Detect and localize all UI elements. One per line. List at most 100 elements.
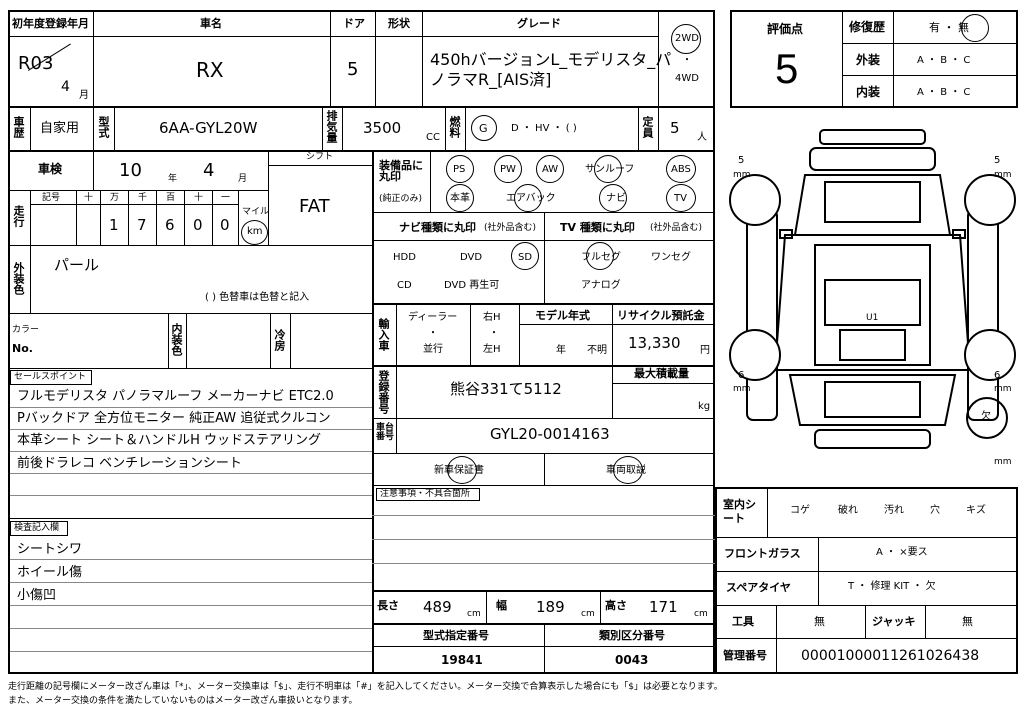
navi-type-sub: (社外品含む)	[484, 223, 537, 233]
tread-front-right: 5	[994, 155, 1001, 166]
drive-4wd: 4WD	[675, 73, 699, 84]
import-rh: 右H	[483, 312, 501, 323]
navi-dvd: DVD	[460, 252, 483, 263]
seat-tear: 破れ	[838, 505, 858, 516]
registration-month-unit: 月	[79, 90, 89, 101]
navi-sd-circle	[511, 242, 539, 270]
displacement-value: 3500	[363, 119, 402, 137]
management-number: 00001000011261026438	[801, 648, 980, 664]
import-dot: ・	[489, 328, 499, 339]
sales-point-tab	[10, 370, 92, 385]
equip-leather: 本革	[450, 193, 470, 204]
displacement-label: 排気量	[325, 110, 338, 143]
tv-oneseg: ワンセグ	[651, 252, 691, 263]
exterior-grade-label: 外装	[856, 53, 881, 67]
seat-burn: コゲ	[790, 505, 810, 516]
sales-point-label: セールスポイント	[14, 372, 87, 382]
fuel-g: G	[479, 122, 488, 135]
mile-label: マイル	[242, 207, 270, 217]
damage-code-u1: U1	[866, 313, 879, 323]
exterior-grade-options: A ・ B ・ C	[917, 55, 971, 66]
interior-grade-options: A ・ B ・ C	[917, 87, 971, 98]
equip-pw-circle	[494, 155, 522, 183]
tread-front-left: 5	[738, 155, 745, 166]
model-year-unit: 年	[556, 345, 566, 356]
model-year-unknown: 不明	[587, 345, 607, 356]
ac-label: 冷房	[273, 329, 286, 351]
width-label: 幅	[496, 599, 507, 612]
inspector-line: 小傷凹	[17, 588, 57, 603]
capacity-value: 5	[670, 119, 680, 137]
import-lh: 左H	[483, 344, 501, 355]
odo-digit: 1	[109, 216, 119, 234]
max-load-unit: kg	[698, 401, 711, 412]
drive-2wd: 2WD	[675, 33, 699, 44]
sales-point-line: フルモデリスタ パノラマルーフ メーカーナビ ETC2.0	[17, 389, 334, 404]
equip-pw: PW	[500, 164, 516, 175]
tread-rear-left: 6	[738, 370, 745, 381]
navi-cd: CD	[397, 280, 412, 291]
windshield-label: フロントガラス	[724, 547, 801, 560]
fuel-label: 燃料	[448, 116, 461, 138]
tv-type-sub: (社外品含む)	[650, 223, 703, 233]
car-name: RX	[196, 58, 224, 82]
grade-label: グレード	[517, 17, 561, 30]
spare-missing: 欠	[981, 411, 991, 422]
model-code: 6AA-GYL20W	[159, 119, 258, 137]
chassis-label: 車台番号	[376, 423, 395, 442]
sales-point-line: 前後ドラレコ ベンチレーションシート	[17, 456, 242, 471]
footer-note-1: 走行距離の記号欄にメーター改ざん車は「*」、メーター交換車は「$」、走行不明車は…	[8, 682, 723, 692]
import-dot: ・	[428, 328, 438, 339]
score-frame	[730, 10, 1018, 108]
tread-unit: mm	[733, 170, 751, 180]
capacity-label: 定員	[641, 116, 654, 138]
color-no-label: カラー	[12, 325, 40, 335]
model-label: 型式	[97, 116, 110, 138]
color-change-note: ( ) 色替車は色替と記入	[205, 292, 310, 303]
usage-label: 車歴	[12, 116, 25, 138]
tv-fullseg-circle	[586, 242, 614, 270]
equip-aw-circle	[536, 155, 564, 183]
displacement-unit: CC	[426, 132, 440, 143]
mileage-label: 走行	[12, 205, 25, 227]
manual-label: 車両取説	[606, 465, 646, 476]
width-value: 189	[536, 598, 565, 616]
equip-sunroof: サンルーフ	[585, 164, 635, 175]
capacity-unit: 人	[697, 132, 707, 143]
navi-sd: SD	[518, 252, 533, 263]
sales-point-line: 本革シート シート＆ハンドルH ウッドステアリング	[17, 433, 322, 448]
height-value: 171	[649, 598, 678, 616]
type-designation-label: 型式指定番号	[423, 629, 489, 642]
manual-circle	[613, 456, 643, 484]
equipment-label: 装備品に丸印	[379, 159, 423, 183]
equip-leather-circle	[446, 184, 474, 212]
odo-header-one: 一	[221, 193, 231, 203]
jack-value: 無	[962, 615, 973, 628]
notes-label: 注意事項・不具合箇所	[380, 489, 471, 499]
odo-header-hundred: 百	[166, 193, 176, 203]
jack-label: ジャッキ	[872, 615, 916, 628]
repair-history-options: 有 ・ 無	[929, 21, 969, 34]
model-year-label: モデル年式	[535, 309, 590, 322]
length-unit: cm	[467, 609, 481, 619]
spare-tread-unit: mm	[994, 457, 1012, 467]
import-dealer: ディーラー	[408, 312, 458, 323]
km-label: km	[247, 226, 263, 237]
length-value: 489	[423, 598, 452, 616]
inspector-line: シートシワ	[17, 542, 83, 557]
notes-tab	[376, 488, 480, 501]
footer-note-2: また、メーター交換の条件を満たしていないものはメーター改ざん車扱いとなります。	[8, 696, 358, 706]
warranty-label: 新車保証書	[434, 465, 484, 476]
car-name-label: 車名	[200, 17, 222, 30]
fuel-g-circle	[471, 115, 497, 141]
recycle-unit: 円	[700, 345, 710, 356]
seat-label: 室内シート	[723, 498, 756, 525]
seat-stain: 汚れ	[884, 505, 904, 516]
width-unit: cm	[581, 609, 595, 619]
windshield-options: A ・ ×要ス	[876, 547, 928, 558]
type-designation-number: 19841	[441, 653, 483, 667]
height-unit: cm	[694, 609, 708, 619]
registration-label: 登録番号	[377, 370, 390, 414]
score-value: 5	[775, 45, 799, 92]
seat-hole: 穴	[930, 505, 940, 516]
